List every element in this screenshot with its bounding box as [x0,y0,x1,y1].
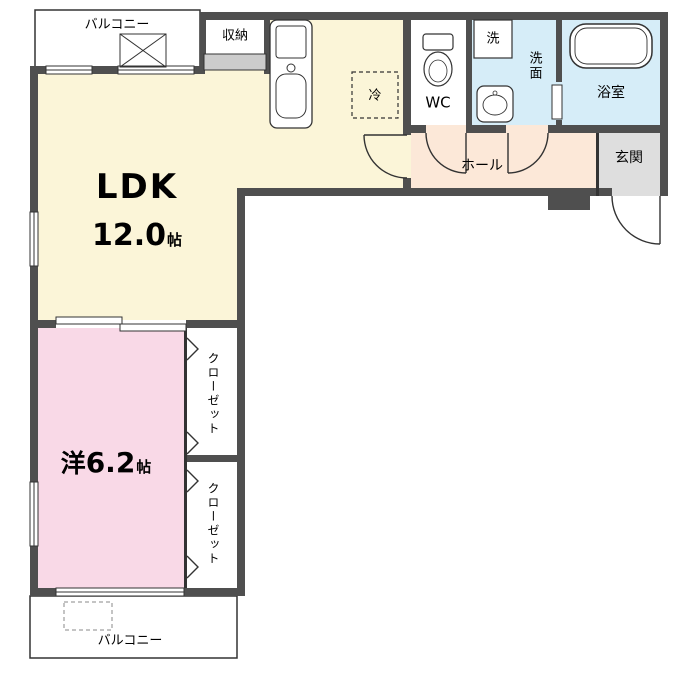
wall-hall-bottom [245,188,612,196]
closet-lower-label: クローゼット [206,482,220,566]
wall-wc-washroom [466,12,472,125]
ldk-size-unit: 帖 [167,231,183,249]
wall-entrance-pier [548,188,590,210]
balcony-bottom-label: バルコニー [97,633,163,649]
washroom-label: 洗面 [526,51,542,81]
balcony-top-area [34,9,201,69]
toilet-icon [422,33,454,87]
sliding-door-leaf-1 [55,316,123,325]
fridge-space [351,71,399,119]
door-ldk-hall [363,134,408,179]
closet-upper-area [187,328,237,455]
ldk-hall-door-opening [403,135,411,178]
wall-bedroom-closet [184,328,187,588]
washbasin-icon [476,85,514,123]
wall-storage-left [200,12,206,70]
wall-storage-right [264,12,270,74]
bathroom-door-panel [551,84,563,120]
closet-upper-label: クローゼット [206,352,220,436]
bedroom-area [38,328,185,588]
kitchen-sink-icon [275,73,307,119]
washer-space [473,19,513,59]
bedroom-size-unit: 帖 [136,458,152,476]
storage-label: 収納 [221,28,249,44]
wall-closet-divider [184,455,241,462]
balcony-top-label: バルコニー [84,17,150,33]
door-washroom [507,132,549,174]
entrance-step-line [596,133,599,196]
balcony-hatch-icon [119,33,167,68]
door-swings [363,132,661,245]
ldk-size-value: 12.0 [91,218,167,253]
ldk-label: LDK [95,167,179,207]
wall-right [660,12,668,196]
storage-body [206,20,264,56]
washroom-door-opening [506,125,548,133]
sliding-door-leaf-2 [119,323,187,332]
hall-label: ホール [461,158,503,174]
door-wc [425,132,467,174]
washer-label: 洗 [486,31,500,47]
faucet-icon [286,63,296,73]
bedroom-size-value: 6.2 [85,446,136,479]
kitchen-counter-icon [269,19,313,129]
fridge-label: 冷 [368,88,382,104]
wall-washroom-bath [556,12,562,125]
storage-unit [203,20,267,71]
wc-door-opening [426,125,466,133]
ldk-room-area [38,70,237,320]
entrance-area [598,133,660,196]
bathroom-label: 浴室 [597,85,625,101]
room-fills [29,9,660,659]
wall-top [200,12,668,20]
wall-kitchen-wc [403,12,411,196]
bathtub-icon [569,23,653,69]
windows [29,65,195,597]
bedroom-name: 洋 [60,449,86,478]
door-entrance [611,195,661,245]
hall-area [411,133,598,188]
wall-left [30,66,38,596]
sliding-door-ldk-bedroom [55,316,187,332]
closet-door-marks [186,337,199,579]
wc-label: WC [425,93,451,112]
entrance-label: 玄関 [615,150,643,166]
stove-icon [275,25,307,59]
storage-door [203,53,267,71]
balcony-equipment-box [63,601,113,631]
wall-wing-right [237,188,245,596]
balcony-bottom-area [29,595,238,659]
